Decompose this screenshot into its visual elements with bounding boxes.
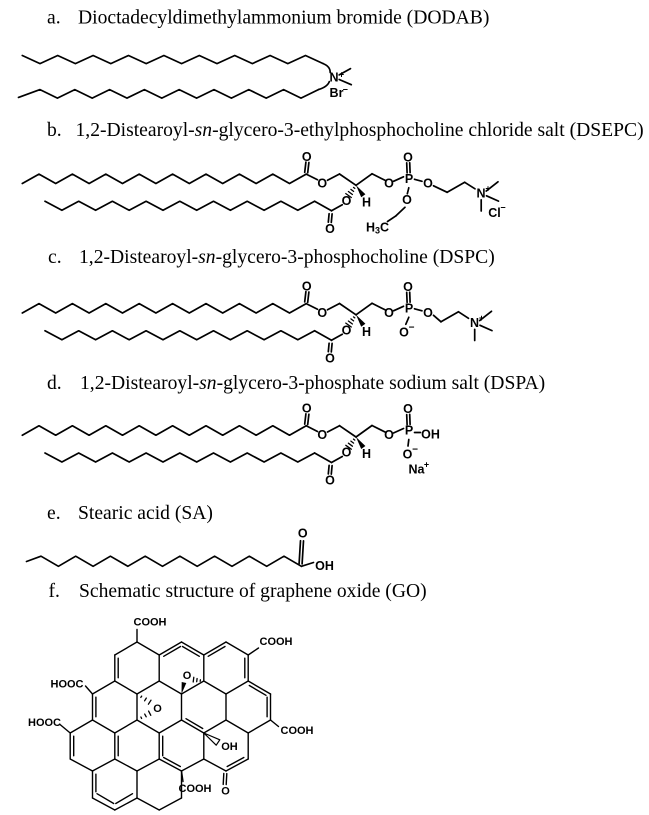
svg-text:O: O xyxy=(298,526,308,540)
svg-text:O: O xyxy=(403,150,413,164)
svg-text:O: O xyxy=(403,280,413,294)
svg-text:N: N xyxy=(329,70,338,84)
svg-text:Cl: Cl xyxy=(488,206,501,220)
svg-text:Schematic structure of graphen: Schematic structure of graphene oxide (G… xyxy=(79,581,427,602)
svg-text:a.: a. xyxy=(47,7,61,28)
svg-text:O: O xyxy=(342,194,352,208)
svg-text:f.: f. xyxy=(49,581,60,602)
svg-text:O: O xyxy=(183,670,192,682)
svg-text:N: N xyxy=(470,316,479,330)
svg-text:Dioctadecyldimethylammonium br: Dioctadecyldimethylammonium bromide (DOD… xyxy=(78,7,489,28)
svg-text:O: O xyxy=(423,306,433,320)
svg-text:O: O xyxy=(423,177,433,191)
svg-text:−: − xyxy=(412,445,418,456)
svg-text:COOH: COOH xyxy=(281,725,314,737)
svg-text:O: O xyxy=(403,402,413,416)
svg-text:OH: OH xyxy=(421,428,440,442)
svg-text:−: − xyxy=(500,202,505,212)
svg-text:HOOC: HOOC xyxy=(28,717,61,729)
svg-text:Na: Na xyxy=(409,463,426,477)
svg-text:+: + xyxy=(485,184,490,194)
svg-text:OH: OH xyxy=(315,559,334,573)
svg-text:−: − xyxy=(409,322,415,333)
svg-text:H: H xyxy=(362,325,371,339)
svg-text:Br: Br xyxy=(330,86,344,100)
svg-text:O: O xyxy=(302,279,312,293)
svg-text:O: O xyxy=(384,428,394,442)
svg-text:O: O xyxy=(302,150,312,164)
svg-text:e.: e. xyxy=(47,503,61,524)
svg-text:H: H xyxy=(362,447,371,461)
svg-text:H: H xyxy=(362,195,371,209)
svg-text:1,2-Distearoyl-sn-glycero-3-et: 1,2-Distearoyl-sn-glycero-3-ethylphospho… xyxy=(76,120,644,141)
svg-text:O: O xyxy=(325,222,335,236)
svg-text:1,2-Distearoyl-sn-glycero-3-ph: 1,2-Distearoyl-sn-glycero-3-phosphocholi… xyxy=(79,247,495,268)
svg-text:O: O xyxy=(325,351,335,365)
svg-text:O: O xyxy=(302,402,312,416)
svg-text:O: O xyxy=(153,703,162,715)
svg-text:COOH: COOH xyxy=(179,783,212,795)
svg-text:+: + xyxy=(424,460,429,470)
svg-text:O: O xyxy=(399,325,409,339)
svg-text:OH: OH xyxy=(221,741,238,753)
svg-text:O: O xyxy=(384,177,394,191)
svg-text:O: O xyxy=(317,428,327,442)
svg-text:O: O xyxy=(317,177,327,191)
svg-text:COOH: COOH xyxy=(134,617,167,629)
svg-text:O: O xyxy=(325,474,335,488)
svg-text:O: O xyxy=(402,193,412,207)
svg-text:O: O xyxy=(221,786,230,798)
svg-text:P: P xyxy=(405,424,413,438)
svg-text:P: P xyxy=(405,172,413,186)
svg-text:HOOC: HOOC xyxy=(51,679,84,691)
svg-text:1,2-Distearoyl-sn-glycero-3-ph: 1,2-Distearoyl-sn-glycero-3-phosphate so… xyxy=(80,373,545,394)
svg-text:+: + xyxy=(479,313,484,323)
svg-text:O: O xyxy=(317,306,327,320)
svg-text:COOH: COOH xyxy=(260,636,293,648)
svg-text:b.: b. xyxy=(47,120,62,141)
svg-text:Stearic acid (SA): Stearic acid (SA) xyxy=(78,503,213,524)
svg-text:d.: d. xyxy=(47,373,62,394)
svg-text:O: O xyxy=(384,306,394,320)
svg-text:O: O xyxy=(403,448,413,462)
svg-text:P: P xyxy=(405,301,413,315)
svg-text:O: O xyxy=(342,446,352,460)
svg-text:H3C: H3C xyxy=(366,220,389,235)
svg-text:O: O xyxy=(342,324,352,338)
svg-text:c.: c. xyxy=(48,247,62,268)
svg-text:−: − xyxy=(343,84,348,94)
svg-text:N: N xyxy=(476,187,485,201)
